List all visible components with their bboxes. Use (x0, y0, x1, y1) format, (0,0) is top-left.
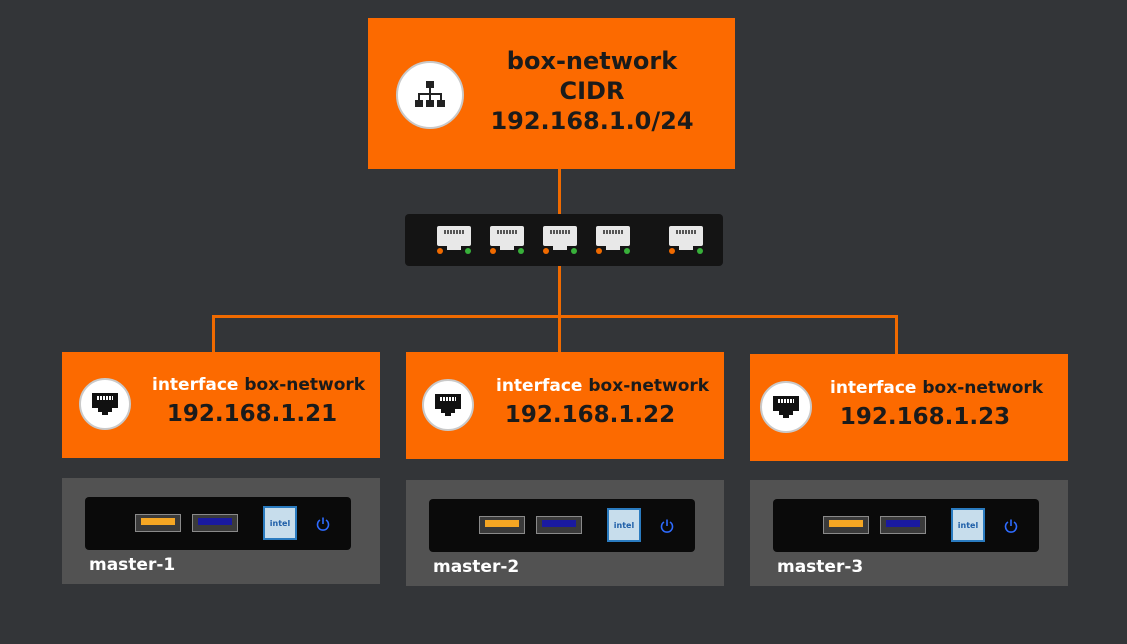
network-switch (405, 214, 723, 266)
interface-node-1: interface box-network 192.168.1.21 (62, 352, 380, 458)
link-led (543, 248, 549, 254)
interface-network: box-network (922, 378, 1044, 398)
interface-label: interface box-network (496, 375, 709, 397)
cpu-badge-icon: intel (607, 508, 641, 542)
link-led (596, 248, 602, 254)
network-hierarchy-icon (396, 61, 464, 129)
host-name: master-3 (777, 557, 864, 577)
drop-wire-3 (895, 315, 898, 354)
interface-ip: 192.168.1.22 (504, 402, 676, 428)
host-node-1: intel master-1 (62, 478, 380, 584)
ethernet-port-icon (760, 381, 812, 433)
activity-led (624, 248, 630, 254)
drop-wire-1 (212, 315, 215, 352)
interface-label: interface box-network (152, 374, 365, 396)
network-cidr: 192.168.1.0/24 (490, 107, 694, 135)
usb-port-icon (135, 514, 181, 532)
activity-led (465, 248, 471, 254)
host-device: intel (85, 497, 351, 550)
power-icon (316, 517, 330, 531)
switch-port-4 (596, 226, 630, 254)
interface-network: box-network (244, 375, 366, 395)
usb-port-icon (536, 516, 582, 534)
usb-port-icon (823, 516, 869, 534)
switch-port-3 (543, 226, 577, 254)
interface-ip: 192.168.1.23 (839, 404, 1011, 430)
cpu-badge-icon: intel (263, 506, 297, 540)
cpu-badge-icon: intel (951, 508, 985, 542)
switch-port-1 (437, 226, 471, 254)
interface-prefix: interface (152, 375, 239, 395)
ethernet-port-icon (79, 378, 131, 430)
network-node: box-network CIDR 192.168.1.0/24 (368, 18, 735, 169)
interface-ip: 192.168.1.21 (166, 401, 338, 427)
interface-network: box-network (588, 376, 710, 396)
network-cidr-label: CIDR (559, 77, 625, 105)
host-node-3: intel master-3 (750, 480, 1068, 586)
host-device: intel (773, 499, 1039, 552)
switch-trunk-wire (558, 266, 561, 352)
network-to-switch-wire (558, 169, 561, 214)
interface-prefix: interface (830, 378, 917, 398)
usb-port-icon (880, 516, 926, 534)
link-led (669, 248, 675, 254)
activity-led (571, 248, 577, 254)
interface-node-2: interface box-network 192.168.1.22 (406, 352, 724, 459)
host-device: intel (429, 499, 695, 552)
host-name: master-1 (89, 555, 176, 575)
activity-led (518, 248, 524, 254)
interface-label: interface box-network (830, 377, 1043, 399)
network-name: box-network (506, 47, 678, 75)
network-labels: box-network CIDR 192.168.1.0/24 (468, 46, 716, 136)
link-led (437, 248, 443, 254)
switch-port-5 (669, 226, 703, 254)
bus-wire (212, 315, 898, 318)
link-led (490, 248, 496, 254)
interface-prefix: interface (496, 376, 583, 396)
activity-led (697, 248, 703, 254)
usb-port-icon (479, 516, 525, 534)
power-icon (660, 519, 674, 533)
power-icon (1004, 519, 1018, 533)
usb-port-icon (192, 514, 238, 532)
switch-port-2 (490, 226, 524, 254)
interface-node-3: interface box-network 192.168.1.23 (750, 354, 1068, 461)
host-name: master-2 (433, 557, 520, 577)
host-node-2: intel master-2 (406, 480, 724, 586)
ethernet-port-icon (422, 379, 474, 431)
